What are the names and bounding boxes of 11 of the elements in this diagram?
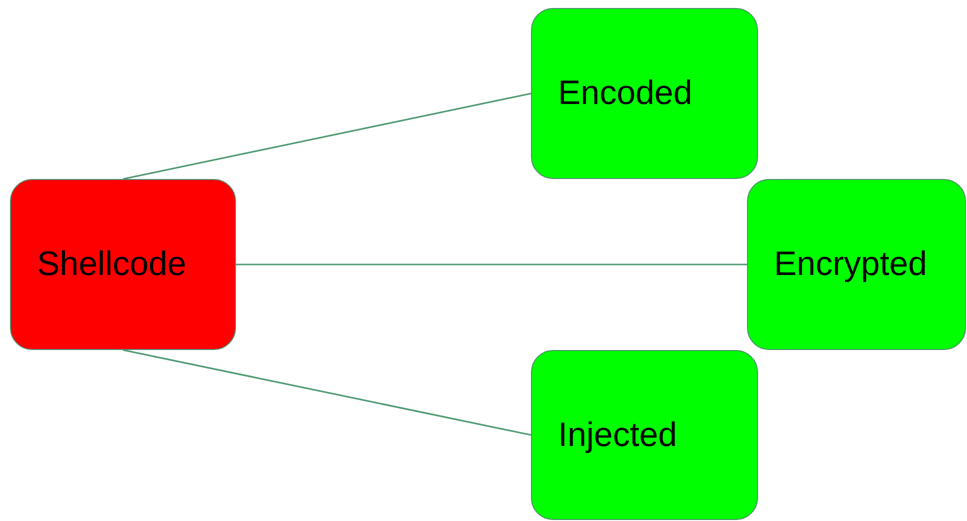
node-label: Encrypted — [774, 245, 928, 284]
process-box — [531, 8, 758, 179]
connector-line — [122, 349, 532, 436]
connector-line — [236, 264, 747, 266]
process-box — [10, 179, 236, 350]
process-box — [747, 179, 966, 350]
node-label: Encoded — [558, 74, 692, 113]
connector-line — [122, 92, 532, 180]
process-box — [531, 350, 758, 520]
node-label: Injected — [558, 416, 678, 454]
node-label: Shellcode — [37, 245, 186, 284]
